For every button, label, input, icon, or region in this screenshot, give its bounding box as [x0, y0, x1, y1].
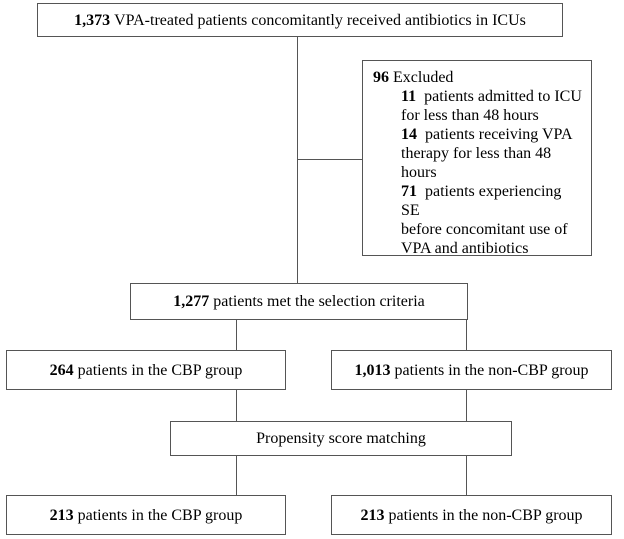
excluded-reason-line: patients receiving VPA	[425, 126, 573, 143]
noncbp-group-count: 1,013	[354, 361, 391, 379]
excluded-reason-line: for less than 48 hours	[401, 107, 539, 124]
connector-to-excluded	[297, 159, 362, 161]
excluded-reason-line: patients experiencing SE	[401, 183, 562, 219]
total-patients-label: VPA-treated patients concomitantly recei…	[114, 11, 526, 29]
excluded-reason-count: 11	[401, 88, 421, 105]
excluded-reason-count: 71	[401, 183, 421, 200]
excluded-reason-icu-stay: 11 patients admitted to ICU for less tha…	[373, 87, 583, 125]
cbp-group-label: patients in the CBP group	[77, 361, 243, 379]
connector-cbp-to-psm	[236, 390, 238, 421]
cbp-group-box: 264 patients in the CBP group	[6, 350, 286, 390]
connector-psm-to-cbp-matched	[236, 456, 238, 495]
cbp-matched-label: patients in the CBP group	[77, 506, 243, 524]
noncbp-matched-count: 213	[360, 506, 385, 524]
propensity-score-matching-box: Propensity score matching	[170, 421, 512, 456]
excluded-header: 96 Excluded	[373, 68, 583, 87]
cbp-matched-box: 213 patients in the CBP group	[6, 495, 286, 535]
noncbp-matched-label: patients in the non-CBP group	[388, 506, 583, 524]
excluded-reason-line: VPA and antibiotics	[401, 240, 529, 257]
excluded-reason-se-before: 71 patients experiencing SE before conco…	[373, 182, 583, 258]
noncbp-group-label: patients in the non-CBP group	[394, 361, 589, 379]
excluded-reason-line: hours	[401, 164, 437, 181]
excluded-reason-count: 14	[401, 126, 421, 143]
connector-selected-to-noncbp	[466, 320, 468, 350]
cbp-matched-count: 213	[49, 506, 74, 524]
psm-label: Propensity score matching	[256, 430, 426, 447]
selection-criteria-box: 1,277 patients met the selection criteri…	[130, 283, 468, 320]
excluded-label: Excluded	[393, 69, 454, 86]
total-patients-count: 1,373	[74, 11, 111, 29]
total-patients-box: 1,373 VPA-treated patients concomitantly…	[37, 3, 563, 37]
cbp-group-count: 264	[49, 361, 74, 379]
excluded-reason-line: patients admitted to ICU	[424, 88, 582, 105]
excluded-reason-line: before concomitant use of	[401, 221, 568, 238]
selection-label: patients met the selection criteria	[213, 293, 425, 310]
excluded-count: 96	[373, 69, 389, 86]
noncbp-matched-box: 213 patients in the non-CBP group	[331, 495, 612, 535]
connector-psm-to-noncbp-matched	[466, 456, 468, 495]
connector-noncbp-to-psm	[466, 390, 468, 421]
excluded-box: 96 Excluded 11 patients admitted to ICU …	[362, 60, 592, 258]
excluded-reason-vpa-therapy: 14 patients receiving VPA therapy for le…	[373, 125, 583, 182]
selection-count: 1,277	[173, 293, 210, 310]
noncbp-group-box: 1,013 patients in the non-CBP group	[331, 350, 612, 390]
connector-selected-to-cbp	[236, 320, 238, 350]
excluded-reason-line: therapy for less than 48	[401, 145, 552, 162]
